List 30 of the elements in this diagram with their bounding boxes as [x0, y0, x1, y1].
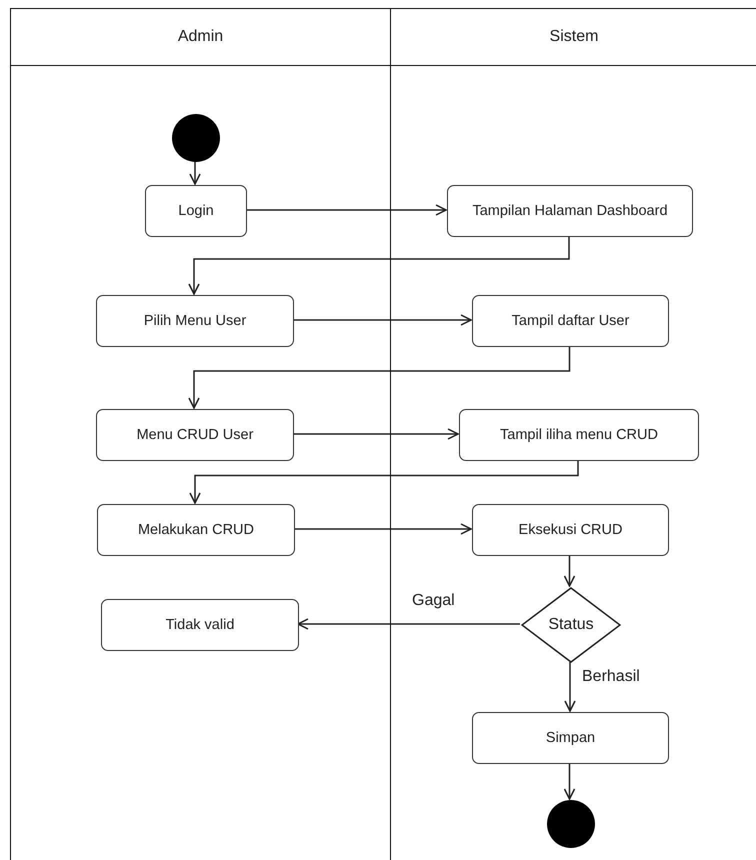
decision-diamond [521, 587, 621, 663]
arrow [189, 460, 579, 504]
activity-box: Tidak valid [101, 599, 299, 651]
arrow [188, 346, 570, 409]
lane-header: Sistem [391, 9, 756, 66]
activity-box: Pilih Menu User [96, 295, 294, 347]
start-node [172, 114, 220, 162]
activity-box: Simpan [472, 712, 669, 764]
swimlane [10, 8, 391, 860]
arrow [294, 523, 472, 535]
lane-header: Admin [11, 9, 390, 66]
arrow [293, 314, 472, 326]
edge-label: Gagal [410, 592, 457, 610]
arrow [564, 662, 576, 712]
activity-box: Login [145, 185, 247, 237]
arrow [564, 555, 576, 587]
activity-box: Melakukan CRUD [97, 504, 295, 556]
activity-box: Eksekusi CRUD [472, 504, 669, 556]
arrow [189, 161, 201, 185]
activity-box: Tampil daftar User [472, 295, 669, 347]
arrow [293, 428, 459, 440]
activity-box: Tampilan Halaman Dashboard [447, 185, 693, 237]
decision-label: Status [548, 616, 594, 634]
arrow [246, 204, 447, 216]
arrow [564, 763, 576, 800]
arrow [297, 618, 520, 630]
arrow [188, 236, 570, 295]
activity-box: Menu CRUD User [96, 409, 294, 461]
activity-box: Tampil iliha menu CRUD [459, 409, 699, 461]
end-node [547, 800, 595, 848]
